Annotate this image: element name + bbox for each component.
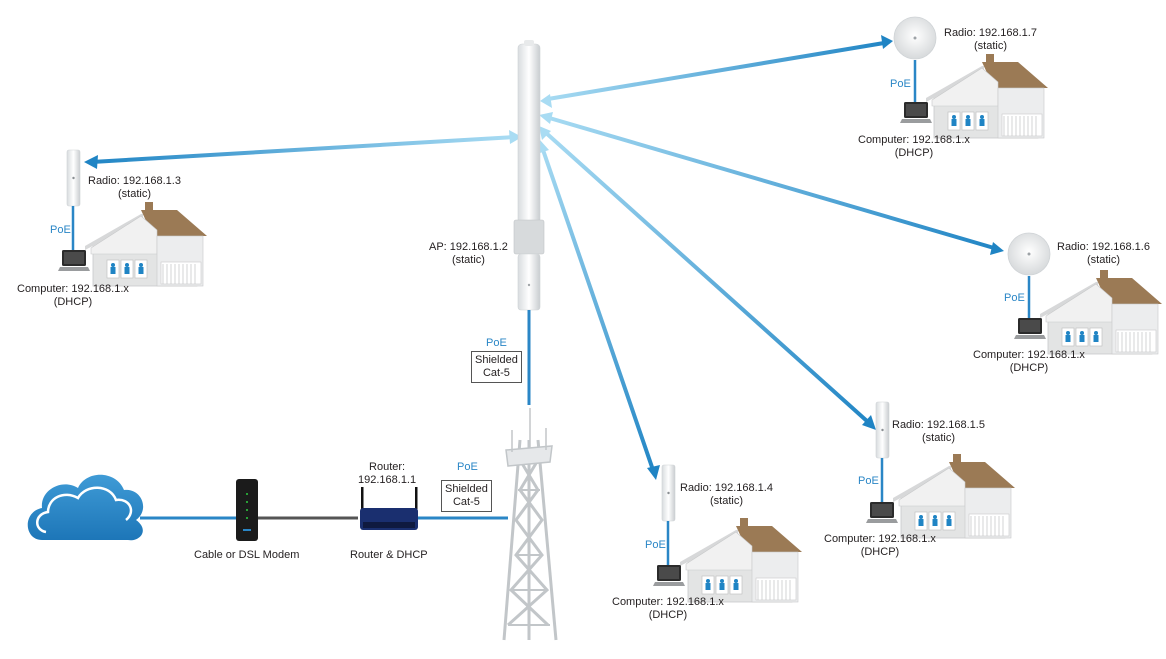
link-to-radio-7 <box>540 35 893 108</box>
ap-label: AP: 192.168.1.2(static) <box>429 241 508 266</box>
link-to-radio-4 <box>537 140 660 480</box>
radio-6-label: Radio: 192.168.1.6(static) <box>1057 241 1150 266</box>
sector-radio-icon <box>661 464 676 522</box>
house-icon <box>84 201 208 287</box>
radio-4-poe: PoE <box>645 539 666 551</box>
site-radio-5 <box>866 401 1016 539</box>
dish-radio-icon <box>1007 232 1051 276</box>
laptop-icon <box>866 502 898 523</box>
house-icon <box>892 453 1016 539</box>
computer-7-label: Computer: 192.168.1.x(DHCP) <box>858 134 970 159</box>
router-icon <box>360 487 418 530</box>
house-icon <box>925 53 1049 139</box>
laptop-icon <box>58 250 90 271</box>
site-radio-3 <box>58 149 208 287</box>
link-to-radio-3 <box>84 130 522 169</box>
site-radio-7 <box>893 16 1049 139</box>
radio-7-poe: PoE <box>890 78 911 90</box>
radio-3-poe: PoE <box>50 224 71 236</box>
link-to-radio-6 <box>539 112 1004 255</box>
modem-icon <box>236 479 258 541</box>
dish-radio-icon <box>893 16 937 60</box>
ap-omni-antenna <box>513 40 545 311</box>
site-radio-4 <box>653 464 803 603</box>
computer-6-label: Computer: 192.168.1.x(DHCP) <box>973 349 1085 374</box>
laptop-icon <box>653 565 685 586</box>
sector-radio-icon <box>66 149 81 207</box>
radio-3-label: Radio: 192.168.1.3(static) <box>88 175 181 200</box>
sector-radio-icon <box>875 401 890 459</box>
computer-3-label: Computer: 192.168.1.x(DHCP) <box>17 283 129 308</box>
radio-5-label: Radio: 192.168.1.5(static) <box>892 419 985 444</box>
modem-label: Cable or DSL Modem <box>194 549 300 561</box>
wireless-links <box>84 35 1004 480</box>
router-poe-label: PoE <box>457 461 478 473</box>
lattice-tower <box>502 408 558 641</box>
router-address-label: Router:192.168.1.1 <box>358 461 417 486</box>
house-icon <box>679 517 803 603</box>
computer-4-label: Computer: 192.168.1.x(DHCP) <box>612 596 724 621</box>
radio-5-poe: PoE <box>858 475 879 487</box>
link-to-radio-5 <box>539 126 876 430</box>
router-label: Router & DHCP <box>350 549 428 561</box>
ap-poe-label: PoE <box>486 337 507 349</box>
radio-4-label: Radio: 192.168.1.4(static) <box>680 482 773 507</box>
house-icon <box>1039 269 1163 355</box>
computer-5-label: Computer: 192.168.1.x(DHCP) <box>824 533 936 558</box>
radio-6-poe: PoE <box>1004 292 1025 304</box>
site-radio-6 <box>1007 232 1163 355</box>
radio-7-label: Radio: 192.168.1.7(static) <box>944 27 1037 52</box>
laptop-icon <box>900 102 932 123</box>
internet-cloud-icon <box>27 474 144 541</box>
laptop-icon <box>1014 318 1046 339</box>
